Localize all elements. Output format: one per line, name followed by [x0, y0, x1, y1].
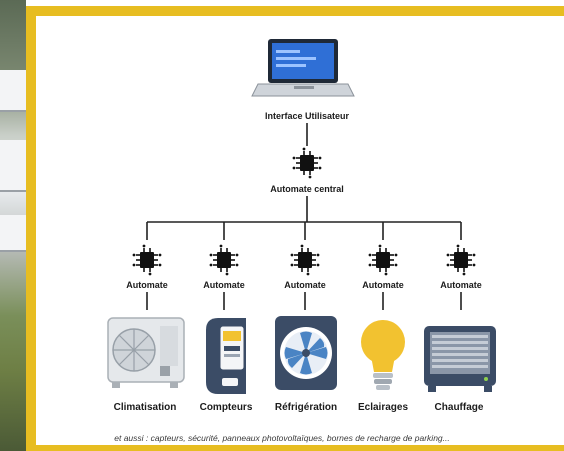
- fan-icon: [275, 316, 337, 390]
- chip-icon: [289, 243, 321, 277]
- device-label-chauffage: Chauffage: [434, 402, 484, 413]
- light-bulb-icon: [361, 320, 405, 390]
- chip-icon: [291, 146, 323, 180]
- chip-icon: [367, 243, 399, 277]
- frame-left: [26, 6, 36, 451]
- automate-label: Automate: [362, 280, 404, 290]
- background-photo-strip: [0, 0, 26, 451]
- frame-top: [26, 6, 564, 16]
- automate-label: Automate: [203, 280, 245, 290]
- device-label-climatisation: Climatisation: [113, 402, 177, 413]
- connector-lines: [146, 123, 462, 310]
- device-label-eclairages: Eclairages: [357, 402, 409, 413]
- automate-label: Automate: [284, 280, 326, 290]
- device-label-refrigeration: Réfrigération: [274, 402, 338, 413]
- device-label-compteurs: Compteurs: [199, 402, 253, 413]
- meter-icon: [206, 318, 246, 394]
- air-conditioner-icon: [107, 317, 185, 388]
- frame-bottom: [26, 445, 564, 451]
- chip-icon: [445, 243, 477, 277]
- radiator-icon: [424, 326, 496, 392]
- automate-label: Automate: [440, 280, 482, 290]
- central-node-label: Automate central: [270, 184, 344, 194]
- chip-icon: [208, 243, 240, 277]
- chip-icon: [131, 243, 163, 277]
- laptop-icon: [251, 39, 355, 97]
- top-node-label: Interface Utilisateur: [264, 111, 350, 121]
- automate-label: Automate: [126, 280, 168, 290]
- footnote: et aussi : capteurs, sécurité, panneaux …: [114, 433, 450, 443]
